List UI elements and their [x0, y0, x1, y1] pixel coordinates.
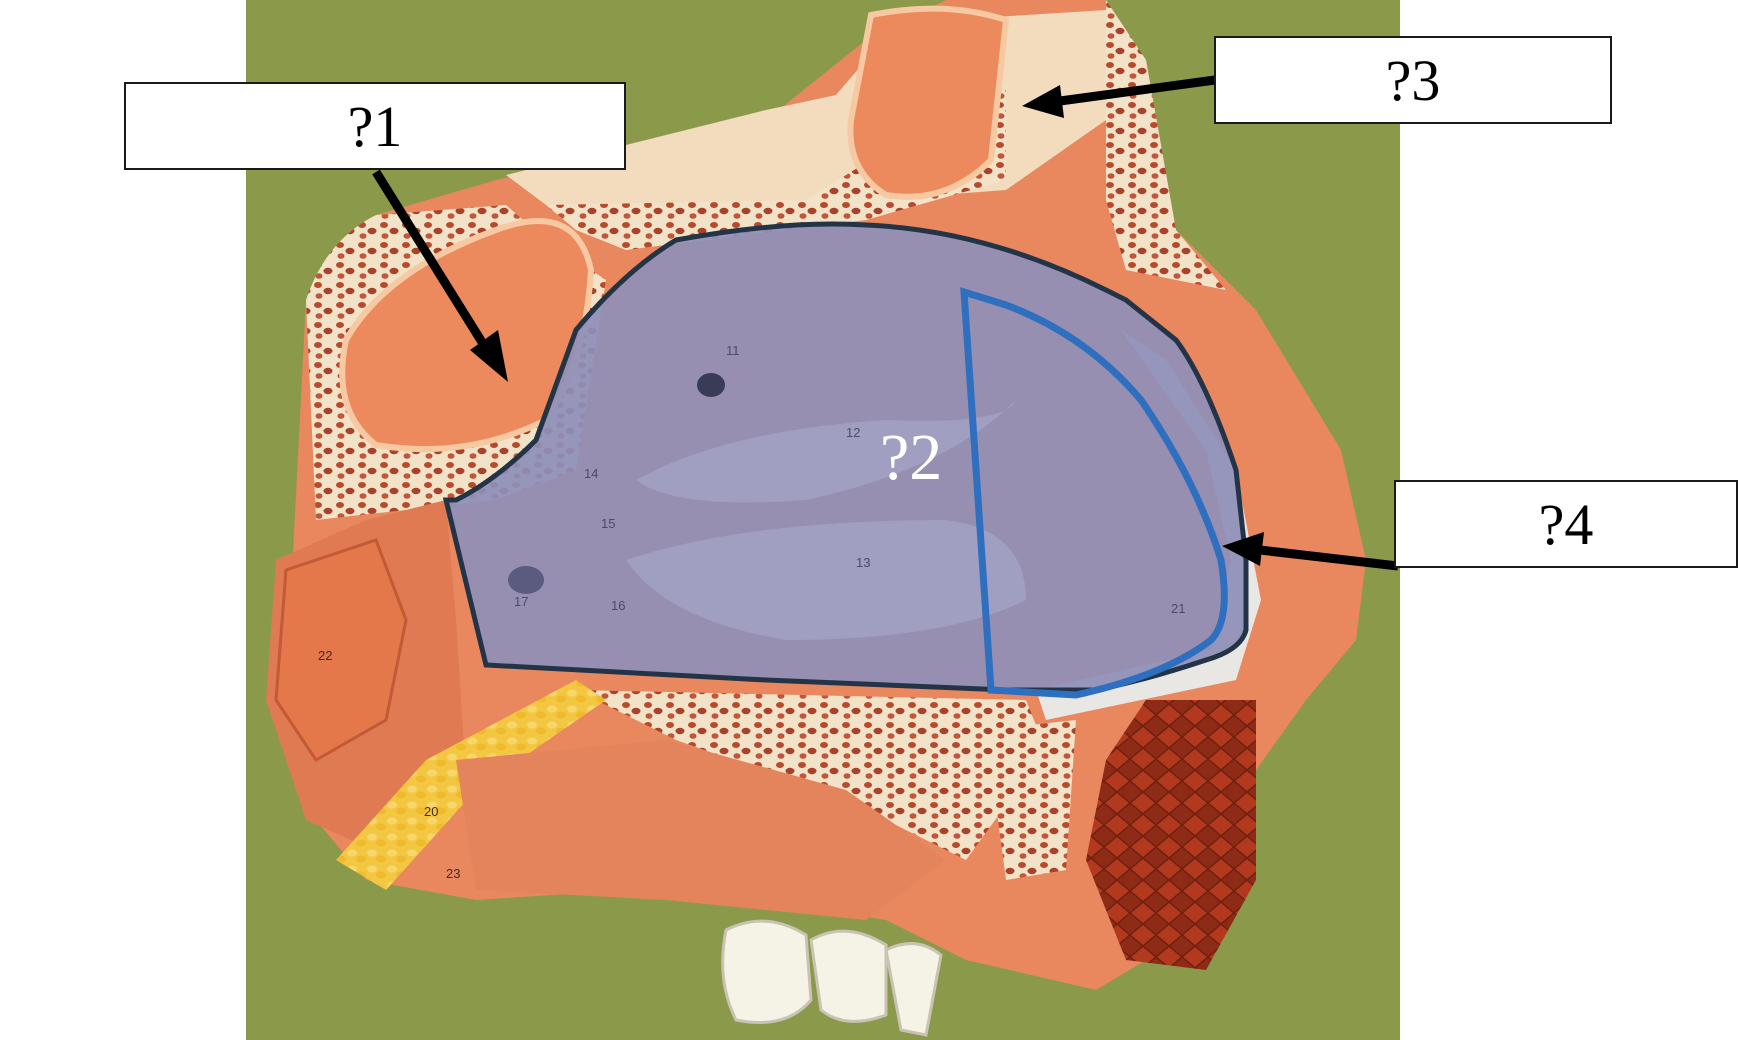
- model-number-14: 14: [584, 466, 598, 481]
- model-number-13: 13: [856, 555, 870, 570]
- inferior-concha: [626, 520, 1026, 640]
- tooth-3: [884, 942, 943, 1037]
- oral-cavity-roof: [456, 740, 946, 920]
- model-number-16: 16: [611, 598, 625, 613]
- adenoid-tissue: [274, 538, 408, 762]
- model-number-21: 21: [1171, 601, 1185, 616]
- model-number-17: 17: [514, 594, 528, 609]
- model-number-20: 20: [424, 804, 438, 819]
- tooth-1: [721, 919, 813, 1024]
- model-number-23: 23: [446, 866, 460, 881]
- nasal-vestibule-outline: [960, 287, 1228, 699]
- model-number-15: 15: [601, 516, 615, 531]
- model-number-12: 12: [846, 425, 860, 440]
- label-box-1[interactable]: ?1: [124, 82, 626, 170]
- nasal-cavity-model-photo: 11 12 13 14 15 16 17 20 21 22 23: [246, 0, 1400, 1040]
- label-3-text: ?3: [1385, 47, 1441, 113]
- spongy-bone-upper-right: [1106, 0, 1226, 290]
- model-number-22: 22: [318, 648, 332, 663]
- upper-lip-muscle: [1086, 700, 1256, 970]
- ostium-dark: [697, 373, 725, 397]
- model-number-11: 11: [726, 343, 740, 358]
- middle-concha: [636, 400, 1016, 503]
- choana-dark: [508, 566, 544, 594]
- tooth-2: [809, 929, 888, 1023]
- frontal-sinus: [847, 5, 1010, 200]
- label-box-3[interactable]: ?3: [1214, 36, 1612, 124]
- label-1-text: ?1: [347, 93, 403, 159]
- spongy-bone-vertical: [986, 720, 1076, 880]
- spongy-bone-palate: [576, 690, 1046, 860]
- spongy-bone-upper-mid: [546, 90, 1006, 250]
- label-box-4[interactable]: ?4: [1394, 480, 1738, 568]
- label-4-text: ?4: [1538, 491, 1594, 557]
- label-2-overlay[interactable]: ?2: [880, 421, 943, 494]
